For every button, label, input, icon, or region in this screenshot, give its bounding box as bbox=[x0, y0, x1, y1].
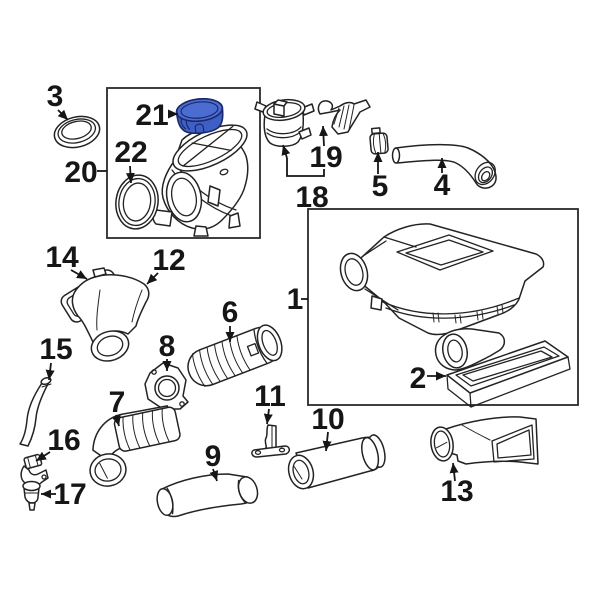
part-12-duct bbox=[71, 267, 150, 362]
part-18-valve bbox=[254, 98, 315, 147]
callout-9: 9 bbox=[205, 440, 222, 473]
callout-3-arrow bbox=[57, 109, 69, 121]
part-20-housing bbox=[152, 124, 249, 237]
callout-3: 3 bbox=[47, 80, 64, 113]
callout-10: 10 bbox=[311, 403, 344, 436]
callout-19: 19 bbox=[309, 141, 342, 174]
part-3-seal-ring bbox=[53, 115, 101, 149]
group-box-20 bbox=[106, 87, 261, 239]
callout-7: 7 bbox=[109, 386, 126, 419]
callout-13: 13 bbox=[440, 475, 473, 508]
callout-5: 5 bbox=[372, 170, 389, 203]
callout-6: 6 bbox=[222, 296, 239, 329]
callout-11: 11 bbox=[254, 380, 286, 413]
callout-18-arrow bbox=[281, 144, 291, 159]
callout-8: 8 bbox=[159, 330, 176, 363]
callout-7-arrow bbox=[112, 414, 121, 427]
part-19-bracket bbox=[317, 99, 371, 135]
part-13-intake-scoop bbox=[430, 416, 539, 465]
group-box-1 bbox=[307, 208, 579, 406]
callout-15-arrow bbox=[45, 362, 55, 381]
callout-13-arrow bbox=[449, 462, 459, 482]
part-17-plug bbox=[22, 480, 41, 511]
callout-16-arrow bbox=[35, 451, 51, 462]
part-10-duct bbox=[287, 434, 386, 490]
callout-4: 4 bbox=[434, 169, 451, 202]
part-8-throttle-flange bbox=[144, 362, 189, 410]
callout-18-bracket bbox=[286, 158, 325, 177]
callout-22-arrow bbox=[125, 165, 135, 184]
callout-11-arrow bbox=[263, 408, 273, 425]
callout-17: 17 bbox=[53, 478, 86, 511]
callout-19-arrow bbox=[319, 125, 328, 147]
part-16-clip bbox=[20, 453, 49, 487]
callout-20: 20 bbox=[64, 156, 97, 189]
part-5-clamp bbox=[369, 127, 389, 155]
callout-21: 21 bbox=[135, 99, 168, 132]
callout-14-arrow bbox=[70, 269, 88, 280]
callout-16: 16 bbox=[47, 424, 80, 457]
part-9-duct bbox=[156, 473, 259, 518]
part-22-seal-ring bbox=[115, 174, 159, 230]
callout-14: 14 bbox=[45, 241, 79, 274]
callout-18: 18 bbox=[295, 181, 328, 214]
part-11-bracket bbox=[251, 424, 290, 458]
callout-15: 15 bbox=[39, 333, 72, 366]
part-7-corrugated-elbow bbox=[89, 405, 181, 487]
part-4-hose bbox=[391, 143, 497, 189]
part-2-air-filter bbox=[446, 340, 571, 408]
callout-9-arrow bbox=[209, 468, 219, 482]
callout-10-arrow bbox=[322, 431, 332, 452]
callout-12: 12 bbox=[152, 244, 185, 277]
callout-2: 2 bbox=[410, 362, 427, 395]
part-21-cap-highlighted bbox=[175, 98, 224, 135]
part-1-air-cleaner-assembly bbox=[339, 223, 545, 371]
callout-22: 22 bbox=[114, 136, 147, 169]
callout-12-arrow bbox=[146, 272, 159, 285]
callout-1: 1 bbox=[287, 283, 304, 316]
